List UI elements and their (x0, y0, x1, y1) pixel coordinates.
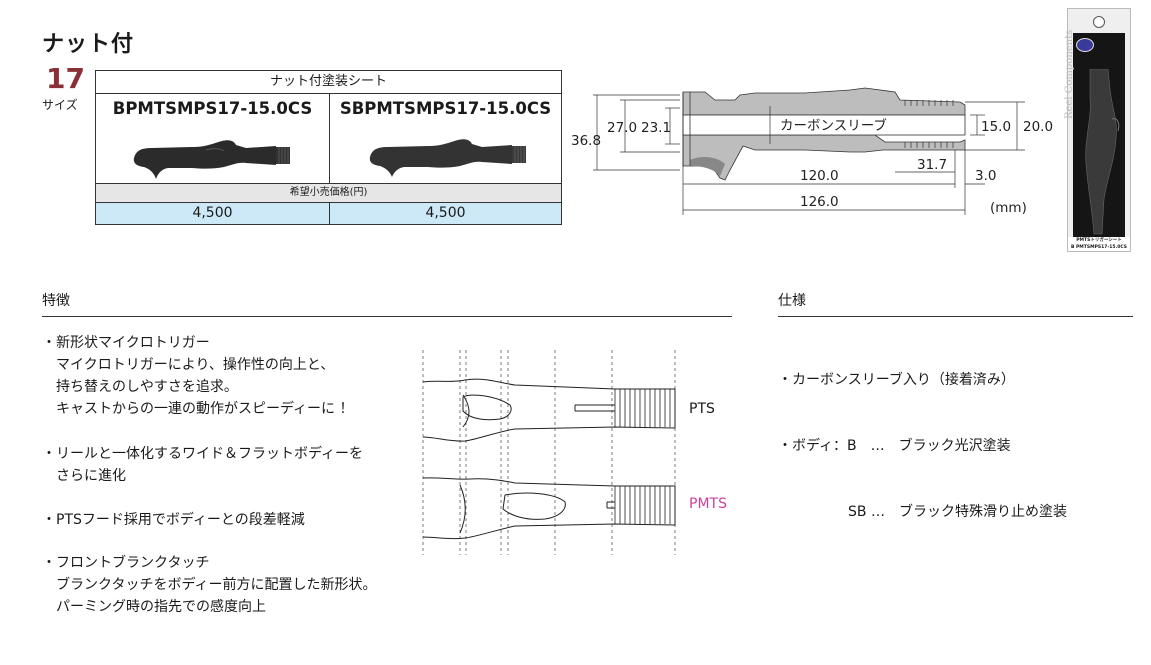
feature-line: ・リールと一体化するワイド＆フラットボディーを (42, 446, 364, 462)
package-label-line2: B PMTSMPS17-15.0CS (1071, 245, 1127, 250)
product-code: BPMTSMPS17-15.0CS (112, 99, 313, 118)
pts-pmts-comparison (422, 350, 676, 555)
product-cell-sb: SBPMTSMPS17-15.0CS (330, 93, 561, 183)
dim-23: 23.1 (641, 120, 671, 136)
package-brand: Reel Components (1064, 29, 1075, 119)
product-table: ナット付塗装シート BPMTSMPS17-15.0CS SBPMTSMPS17-… (95, 70, 562, 225)
seat-cross-section (682, 87, 966, 181)
feature-line: ・新形状マイクロトリガー (42, 335, 210, 351)
features-divider (42, 316, 732, 317)
features-heading: 特徴 (42, 293, 70, 309)
dimension-drawing: 36.8 27.0 23.1 カーボンスリーブ 15.0 20.0 31.7 3… (571, 87, 1053, 216)
size-label: サイズ (42, 98, 78, 112)
spec-line: SB … ブラック特殊滑り止め塗装 (778, 504, 1067, 520)
page-title: ナット付 (42, 32, 135, 57)
dim-31: 31.7 (917, 157, 947, 173)
feature-item: ・新形状マイクロトリガー マイクロトリガーにより、操作性の向上と、 持ち替えのし… (42, 332, 353, 420)
feature-item: ・リールと一体化するワイド＆フラットボディーを さらに進化 (42, 443, 363, 487)
feature-line: 持ち替えのしやすさを追求。 (42, 379, 238, 395)
feature-line: さらに進化 (42, 468, 126, 484)
dim-inner-20: 20.0 (1023, 119, 1053, 135)
package-seat-image (1085, 69, 1120, 235)
product-image-sb (369, 139, 526, 177)
brand-logo-icon (1076, 38, 1094, 52)
hang-hole (1093, 16, 1105, 28)
dim-inner-15: 15.0 (981, 119, 1011, 135)
product-code: SBPMTSMPS17-15.0CS (339, 99, 552, 118)
specs-divider (778, 316, 1133, 317)
label-pts: PTS (689, 401, 715, 417)
specs-list: ・カーボンスリーブ入り（接着済み） ・ボディ：B … ブラック光沢塗装 SB …… (778, 325, 1067, 545)
price-cell: 4,500 (330, 203, 561, 224)
price-cell: 4,500 (96, 203, 330, 224)
dim-outer-dia: 36.8 (571, 133, 601, 149)
feature-line: キャストからの一連の動作がスピーディーに ！ (42, 401, 354, 417)
spec-line: ・カーボンスリーブ入り（接着済み） (778, 372, 1015, 388)
feature-line: ブランクタッチをボディー前方に配置した新形状。 (42, 577, 377, 593)
package-label: PMTSトリガーシート B PMTSMPS17-15.0CS (1068, 237, 1130, 251)
label-pmts: PMTS (689, 496, 727, 512)
pmts-outline (422, 477, 676, 540)
product-cell-b: BPMTSMPS17-15.0CS (96, 93, 330, 183)
dim-sleeve: カーボンスリーブ (780, 117, 887, 134)
specs-heading: 仕様 (778, 293, 806, 309)
product-image-b (133, 140, 290, 179)
dim-27: 27.0 (607, 120, 637, 136)
dim-3: 3.0 (975, 168, 996, 184)
spec-line: ・ボディ：B … ブラック光沢塗装 (778, 438, 1011, 454)
feature-line: マイクロトリガーにより、操作性の向上と、 (42, 357, 335, 373)
dim-unit: (mm) (990, 200, 1027, 216)
feature-line: ・フロントブランクタッチ (42, 555, 210, 571)
dim-120: 120.0 (800, 168, 839, 184)
feature-item: ・フロントブランクタッチ ブランクタッチをボディー前方に配置した新形状。 パーミ… (42, 552, 376, 618)
feature-item: ・PTSフード採用でボディーとの段差軽減 (42, 509, 305, 531)
product-table-header: ナット付塗装シート (96, 71, 561, 94)
pts-outline (422, 378, 676, 442)
package-photo: Reel Components PMTSトリガーシート B PMTSMPS17-… (1064, 8, 1131, 252)
package-label-line1: PMTSトリガーシート (1076, 238, 1122, 243)
feature-line: ・PTSフード採用でボディーとの段差軽減 (42, 512, 305, 528)
price-header: 希望小売価格(円) (96, 183, 561, 203)
size-number: 17 (46, 62, 85, 95)
dim-126: 126.0 (800, 194, 839, 210)
feature-line: パーミング時の指先での感度向上 (42, 599, 266, 615)
